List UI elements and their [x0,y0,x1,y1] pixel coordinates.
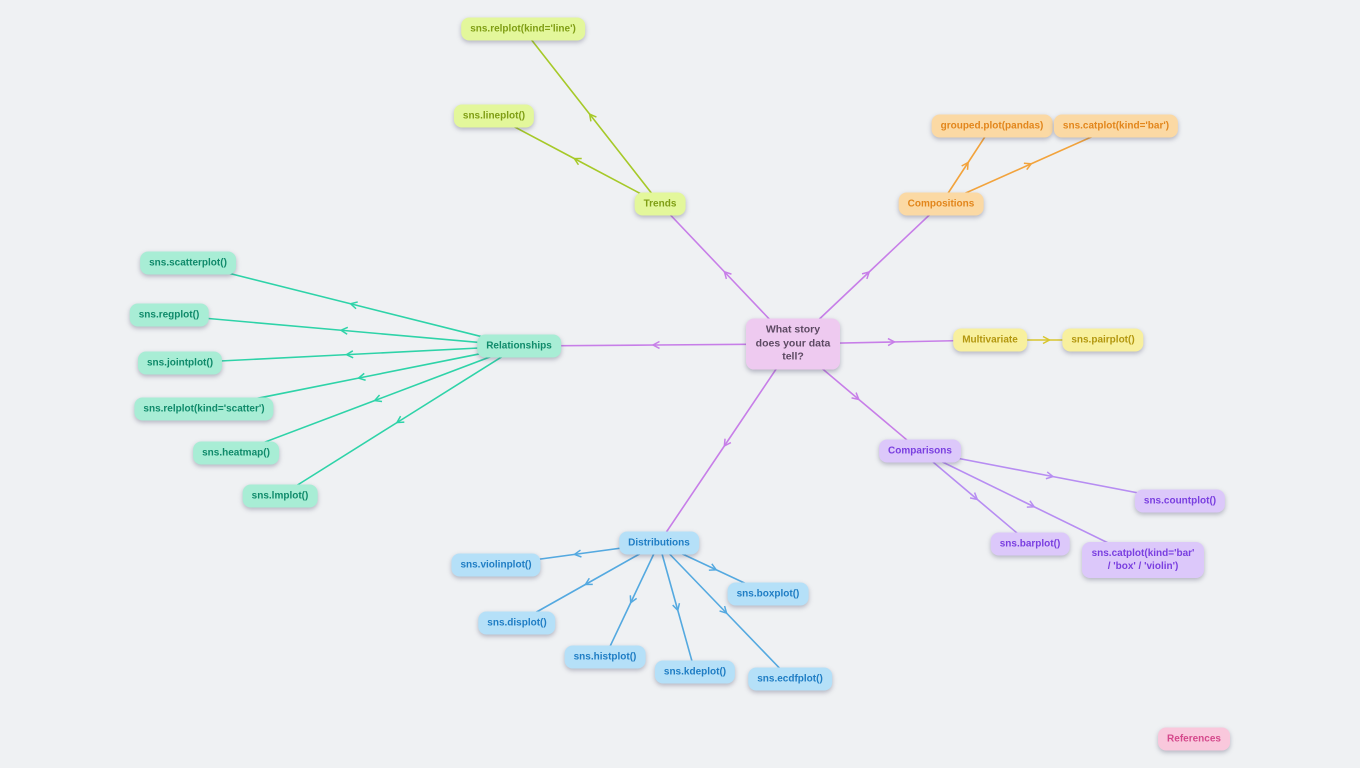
edge-relationships-heatmap [235,345,520,454]
distributions-node[interactable]: Distributions [619,531,699,555]
central-topic-node[interactable]: What story does your data tell? [746,318,840,370]
multivariate-node[interactable]: Multivariate [953,328,1027,352]
grouped-plot-pandas-node[interactable]: grouped.plot(pandas) [931,114,1053,138]
regplot-node[interactable]: sns.regplot() [129,303,209,327]
comparisons-node[interactable]: Comparisons [879,439,961,463]
edge-trends-lineplot [493,115,661,205]
jointplot-node[interactable]: sns.jointplot() [137,351,223,375]
edge-trends-relplot-line [522,28,661,205]
relplot-line-node[interactable]: sns.relplot(kind='line') [461,17,585,41]
boxplot-node[interactable]: sns.boxplot() [727,582,809,606]
lmplot-node[interactable]: sns.lmplot() [242,484,318,508]
edge-central-distributions [658,343,794,544]
edge-distributions-displot [516,542,660,624]
violinplot-node[interactable]: sns.violinplot() [451,553,541,577]
edge-distributions-kdeplot [658,542,696,673]
catplot-bar-box-violin-node[interactable]: sns.catplot(kind='bar' / 'box' / 'violin… [1082,542,1204,578]
pairplot-node[interactable]: sns.pairplot() [1062,328,1144,352]
barplot-node[interactable]: sns.barplot() [990,532,1070,556]
relationships-node[interactable]: Relationships [477,334,561,358]
edge-relationships-regplot [168,314,520,347]
trends-node[interactable]: Trends [634,192,686,216]
lineplot-node[interactable]: sns.lineplot() [453,104,535,128]
edge-compositions-grouped-plot [940,125,993,205]
edge-compositions-catplot-bar [940,125,1117,205]
edge-relationships-lmplot [279,345,520,497]
scatterplot-node[interactable]: sns.scatterplot() [140,251,236,275]
edge-distributions-ecdfplot [658,542,791,680]
heatmap-node[interactable]: sns.heatmap() [193,441,279,465]
histplot-node[interactable]: sns.histplot() [564,645,646,669]
ecdfplot-node[interactable]: sns.ecdfplot() [748,667,832,691]
displot-node[interactable]: sns.displot() [478,611,556,635]
countplot-node[interactable]: sns.countplot() [1134,489,1226,513]
edge-comparisons-catplot-multi [919,450,1144,561]
compositions-node[interactable]: Compositions [898,192,984,216]
edge-relationships-jointplot [179,345,520,364]
kdeplot-node[interactable]: sns.kdeplot() [654,660,736,684]
edge-relationships-scatterplot [187,262,520,347]
catplot-bar-node[interactable]: sns.catplot(kind='bar') [1053,114,1179,138]
references-node[interactable]: References [1158,727,1230,751]
edge-distributions-histplot [604,542,660,658]
relplot-scatter-node[interactable]: sns.relplot(kind='scatter') [134,397,274,421]
edge-comparisons-barplot [919,450,1031,545]
